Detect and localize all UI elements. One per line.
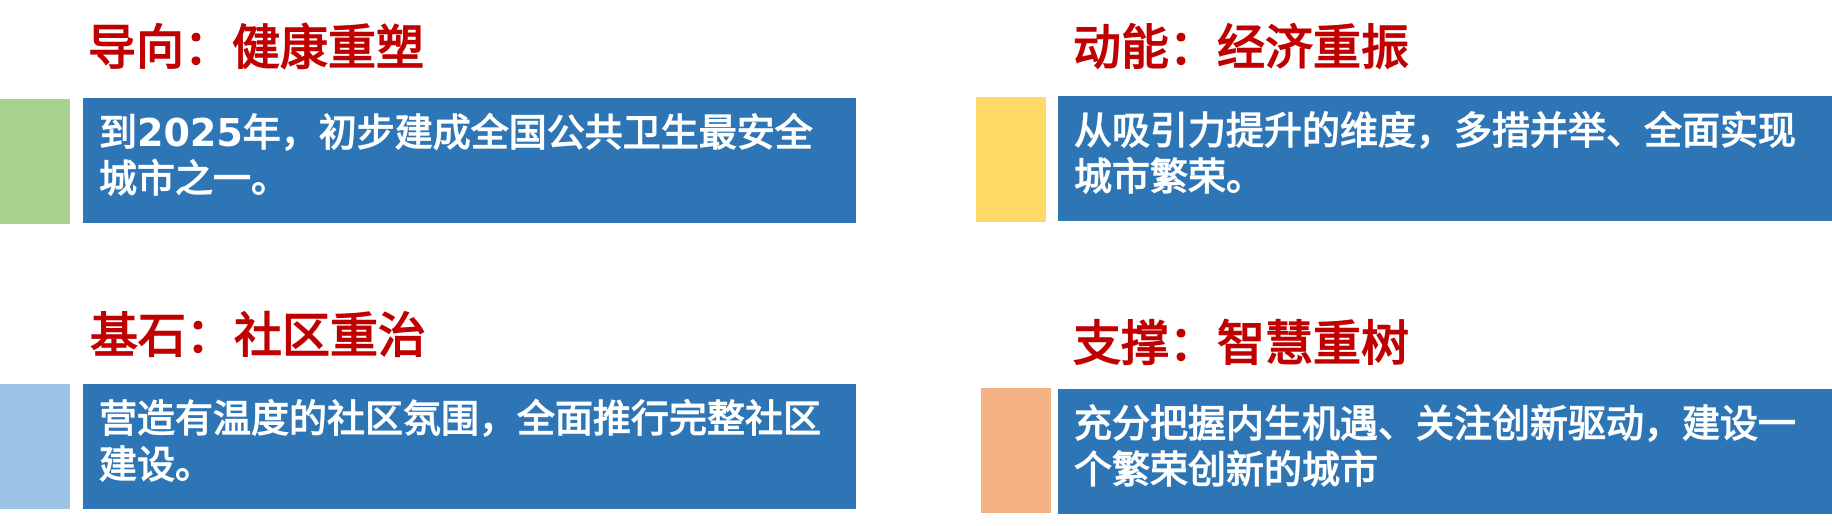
card-community: 基石：社区重治 营造有温度的社区氛围，全面推行完整社区建设。 <box>0 288 880 518</box>
card-title: 导向：健康重塑 <box>88 20 425 76</box>
card-body: 到2025年，初步建成全国公共卫生最安全城市之一。 <box>83 98 856 223</box>
card-smart: 支撑：智慧重树 充分把握内生机遇、关注创新驱动，建设一个繁荣创新的城市 <box>952 296 1832 526</box>
card-title: 基石：社区重治 <box>90 308 427 364</box>
card-health: 导向：健康重塑 到2025年，初步建成全国公共卫生最安全城市之一。 <box>0 0 880 230</box>
accent-bar <box>0 99 70 224</box>
card-title: 动能：经济重振 <box>1073 20 1410 76</box>
card-body: 充分把握内生机遇、关注创新驱动，建设一个繁荣创新的城市 <box>1058 389 1832 514</box>
card-title: 支撑：智慧重树 <box>1073 316 1410 372</box>
card-body: 营造有温度的社区氛围，全面推行完整社区建设。 <box>83 384 856 509</box>
card-body: 从吸引力提升的维度，多措并举、全面实现城市繁荣。 <box>1058 96 1832 221</box>
accent-bar <box>981 388 1051 513</box>
card-economy: 动能：经济重振 从吸引力提升的维度，多措并举、全面实现城市繁荣。 <box>952 0 1832 230</box>
accent-bar <box>976 97 1046 222</box>
accent-bar <box>0 384 70 509</box>
